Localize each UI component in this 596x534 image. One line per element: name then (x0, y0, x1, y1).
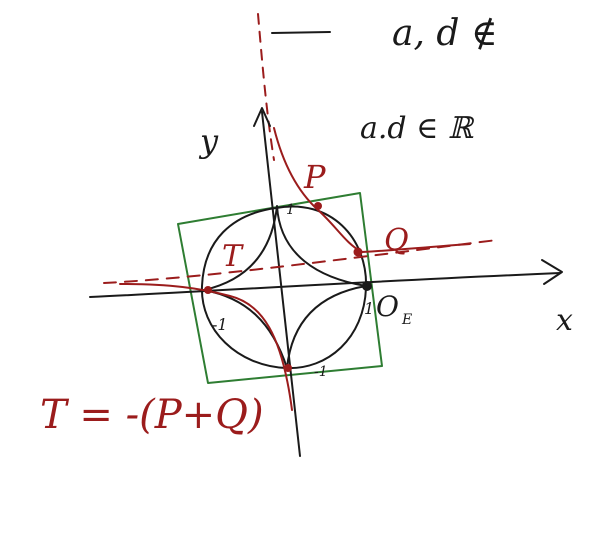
x-axis (89, 272, 561, 298)
note-line-2: a.d ∈ ℝ (360, 111, 475, 146)
y-axis-arrowhead (253, 107, 271, 127)
red-dashed-horizontal-line (103, 239, 498, 284)
label-point-t: T (222, 239, 244, 274)
point-t-dot (204, 286, 212, 294)
y-axis (261, 111, 301, 457)
label-point-p: P (303, 158, 326, 196)
point-p-dot (314, 202, 322, 210)
point-bottom-dot (284, 364, 292, 372)
label-origin-subscript: E (401, 312, 412, 328)
tick-label-y-pos: 1 (286, 202, 295, 218)
origin-dot (362, 281, 372, 291)
equation-text: T = -(P+Q) (40, 392, 264, 438)
tick-label-x-pos: 1 (364, 299, 374, 318)
label-origin: O (376, 290, 399, 323)
note-line-1: a, d ∉ (392, 13, 498, 54)
tick-label-y-neg: -1 (314, 364, 328, 380)
red-dashed-vertical-line (257, 13, 275, 161)
label-point-q: Q (384, 223, 409, 258)
x-axis-label: x (556, 303, 573, 338)
red-curve-lower (119, 283, 293, 411)
point-q-dot (353, 247, 363, 257)
x-axis-arrowhead (541, 259, 563, 285)
green-square (177, 192, 383, 384)
tick-label-x-neg: -1 (212, 315, 228, 334)
y-axis-label: y (198, 122, 219, 160)
dash-mark (271, 31, 331, 34)
red-curve-upper (273, 127, 471, 253)
